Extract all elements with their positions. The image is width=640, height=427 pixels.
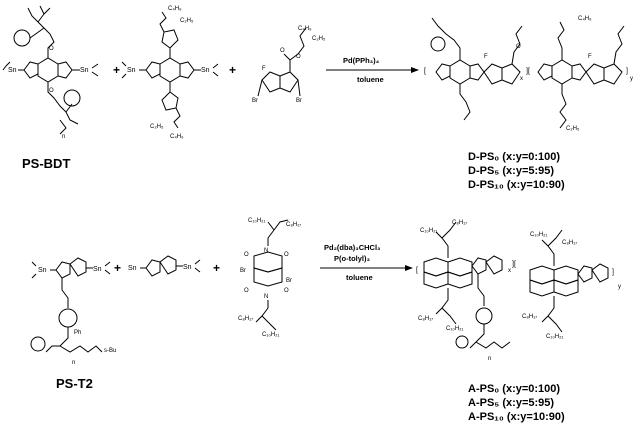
ndi-c8h17-bot: C₈H₁₇ [238, 316, 253, 322]
aps-c10h21-3: C₁₀H₂₁ [530, 232, 548, 238]
plus-sign-top-2: + [229, 63, 236, 77]
aps-label-10: A-PS₁₀ (x:y=10:90) [468, 411, 565, 423]
dps-y: y [630, 76, 633, 82]
tt-c2h5: C₂H₅ [312, 36, 326, 42]
ndi-o-2: O [284, 252, 289, 258]
aps-c10h21-4: C₁₀H₂₁ [546, 334, 564, 340]
ps-t2-sn-right: Sn [93, 266, 102, 273]
dps-x: x [520, 76, 523, 82]
dps-c4h9: C₄H₉ [578, 16, 592, 22]
bottom-reaction-arrow: Pd₂(dba)₃CHCl₃ P(o-tolyl)₃ toluene [320, 243, 413, 282]
aps-c8h17-2: C₈H₁₇ [418, 316, 433, 322]
ps-t2-sbu: s-Bu [104, 348, 116, 354]
aps-c8h17-4: C₈H₁₇ [522, 314, 537, 320]
ps-t2-label: PS-T2 [56, 376, 93, 391]
dps-label-0: D-PS₀ (x:y=0:100) [468, 151, 560, 163]
tt-o2: O [296, 54, 301, 60]
ps-bdt-label: PS-BDT [22, 156, 70, 171]
tbdt-sn-left: Sn [127, 67, 136, 74]
bottom-solvent: toluene [346, 273, 373, 282]
ndi-o-3: O [244, 288, 249, 294]
ps-t2-ph: Ph [74, 330, 81, 336]
aps-label-0: A-PS₀ (x:y=0:100) [468, 383, 560, 395]
aps-c8h17-3: C₈H₁₇ [562, 240, 577, 246]
tbdt-c4h9-top: C₄H₉ [168, 6, 182, 12]
tt-br-right: Br [296, 98, 302, 104]
ndi-structure: C₁₀H₂₁ C₈H₁₇ N O O O O Br Br N C₈H₁₇ C₁₀… [238, 218, 301, 338]
bt-sn-left: Sn [128, 265, 137, 272]
dps-label-5: D-PS₅ (x:y=5:95) [468, 165, 554, 177]
tbdt-c4h9-bot: C₄H₉ [170, 134, 184, 140]
ndi-n-bot: N [264, 294, 268, 300]
aps-y: y [618, 284, 621, 290]
bottom-reagent-2: P(o-tolyl)₃ [334, 254, 370, 263]
plus-sign-bottom-1: + [114, 261, 121, 275]
top-reagent: Pd(PPh₃)₄ [343, 56, 380, 65]
d-ps-structure: [ F O x ][ F ] y C₄H₉ C₂H₅ [424, 16, 633, 132]
tbdt-structure: Sn Sn C₄H₉ C₂H₅ C₂H₅ C₄H₉ [121, 6, 219, 140]
tt-ester-structure: Br Br F O O C₄H₉ C₂H₅ [252, 26, 326, 104]
ndi-c10h21-bot: C₁₀H₂₁ [262, 332, 280, 338]
dps-f1: F [484, 54, 488, 60]
svg-text:O: O [49, 46, 54, 52]
svg-text:]: ] [626, 68, 628, 75]
tt-c4h9: C₄H₉ [298, 26, 312, 32]
ndi-c10h21-top: C₁₀H₂₁ [248, 218, 266, 224]
a-ps-structure: [ C₁₀H₂₁ C₈H₁₇ C₈H₁₇ C₁₀H₂₁ n x ][ C₁₀H₂… [416, 220, 621, 362]
aps-label-5: A-PS₅ (x:y=5:95) [468, 397, 554, 409]
svg-text:[: [ [416, 267, 418, 274]
tbdt-sn-right: Sn [201, 67, 210, 74]
ps-bdt-sn-left: Sn [8, 67, 17, 74]
ps-t2-sn-left: Sn [38, 267, 47, 274]
ps-bdt-wedge-n: n [62, 134, 65, 140]
ps-bdt-sn-right: Sn [80, 67, 89, 74]
plus-sign-bottom-2: + [213, 261, 220, 275]
dps-o: O [516, 44, 521, 50]
tbdt-c2h5-top: C₂H₅ [180, 18, 194, 24]
bt-sn-right: Sn [183, 264, 192, 271]
bithiophene-structure: Sn Sn [128, 255, 201, 277]
tt-br-left: Br [252, 98, 258, 104]
ndi-c8h17-top: C₈H₁₇ [286, 222, 301, 228]
plus-sign-top-1: + [113, 63, 120, 77]
svg-text:O: O [49, 88, 54, 94]
dps-c2h5: C₂H₅ [566, 126, 580, 132]
svg-text:]: ] [612, 269, 614, 276]
top-solvent: toluene [357, 75, 384, 84]
aps-c8h17-1: C₈H₁₇ [452, 220, 467, 226]
ps-t2-n: n [72, 360, 75, 366]
ndi-o-1: O [244, 252, 249, 258]
tbdt-c2h5-bot: C₂H₅ [150, 124, 164, 130]
aps-c10h21-2: C₁₀H₂₁ [446, 326, 464, 332]
tt-f: F [262, 66, 266, 72]
aps-n: n [488, 356, 491, 362]
ndi-n-top: N [264, 248, 268, 254]
ps-bdt-structure: Sn Sn O O n [2, 5, 99, 140]
dps-f2: F [588, 54, 592, 60]
svg-text:][: ][ [526, 68, 530, 75]
bottom-reagent-1: Pd₂(dba)₃CHCl₃ [324, 243, 381, 252]
ndi-o-4: O [284, 288, 289, 294]
ndi-br-top: Br [240, 268, 246, 274]
ndi-br-bot: Br [286, 278, 292, 284]
svg-text:[: [ [424, 68, 426, 75]
svg-text:][: ][ [512, 261, 516, 268]
ps-t2-structure: Sn Sn Ph s-Bu n [30, 257, 116, 366]
aps-x: x [508, 268, 511, 274]
tt-o1: O [280, 48, 285, 54]
dps-label-10: D-PS₁₀ (x:y=10:90) [468, 179, 565, 191]
aps-c10h21-1: C₁₀H₂₁ [420, 228, 438, 234]
top-reaction-arrow: Pd(PPh₃)₄ toluene [326, 56, 419, 84]
